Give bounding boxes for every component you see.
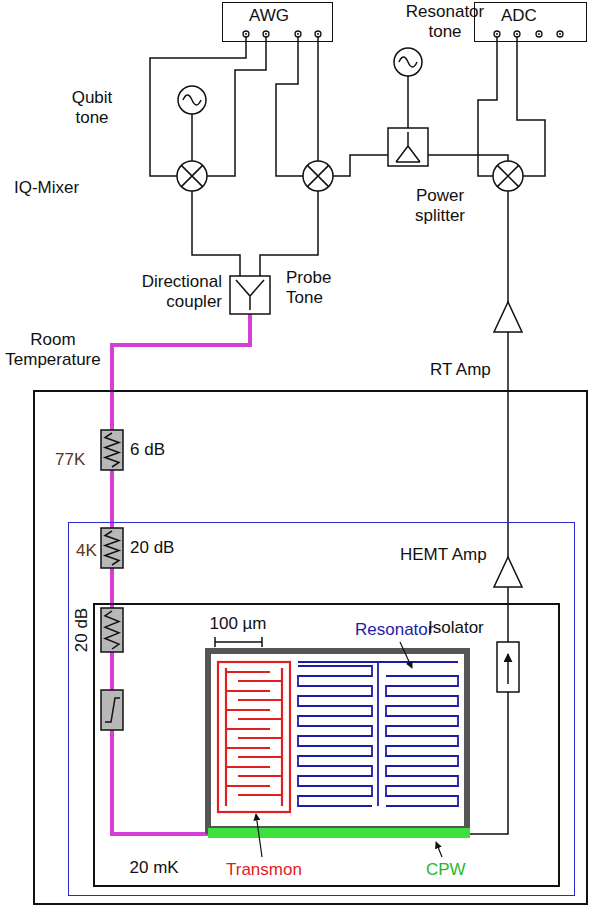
amplifier-symbol	[494, 302, 522, 587]
filter-symbol	[101, 690, 123, 730]
instrument-name: AWG	[249, 6, 289, 26]
stage-temperature: 4K	[76, 541, 97, 561]
temperature-stage: 77K 4K 20 mK	[33, 390, 588, 905]
attenuation-value: 20 dB	[130, 538, 174, 558]
port-dots	[245, 33, 561, 35]
scale-bar	[215, 637, 262, 647]
instrument-name: ADC	[501, 6, 537, 26]
isolator-symbol	[497, 642, 519, 692]
chip	[205, 648, 470, 838]
transmon-label: Transmon	[226, 860, 302, 880]
signal-source	[178, 48, 422, 114]
splitter-symbol	[230, 128, 428, 314]
cpw-label: CPW	[426, 860, 466, 880]
attenuator-symbol	[101, 430, 123, 652]
attenuation-value: 6 dB	[130, 440, 165, 460]
signal-label: Probe Tone	[286, 268, 346, 307]
attenuation-value: 20 dB	[72, 608, 89, 652]
component-label: Power splitter	[405, 186, 475, 225]
ports	[243, 31, 563, 37]
stage-temperature: 77K	[55, 450, 85, 470]
leader-line	[256, 642, 442, 857]
region-label: Room Temperature	[2, 330, 104, 369]
wires	[150, 37, 545, 834]
instrument-box: AWG	[222, 2, 333, 42]
mixer-symbol	[177, 161, 523, 191]
source-label: Resonator tone	[400, 2, 490, 41]
temperature-stage: 20 mK	[93, 603, 560, 887]
scale-label: 100 µm	[208, 614, 268, 634]
source-label: Qubit tone	[62, 88, 122, 127]
component-label: Directional coupler	[110, 272, 222, 311]
cpw-line	[208, 828, 470, 838]
amplifier-label: HEMT Amp	[400, 545, 487, 565]
component-label: IQ-Mixer	[14, 178, 79, 198]
resonator-label: Resonator	[355, 620, 433, 640]
instrument-box: ADC	[474, 2, 587, 42]
component-label: Isolator	[428, 618, 484, 638]
amplifier-label: RT Amp	[430, 360, 491, 380]
stage-temperature: 20 mK	[130, 858, 179, 878]
temperature-stage: 4K 20 mK	[68, 522, 575, 896]
